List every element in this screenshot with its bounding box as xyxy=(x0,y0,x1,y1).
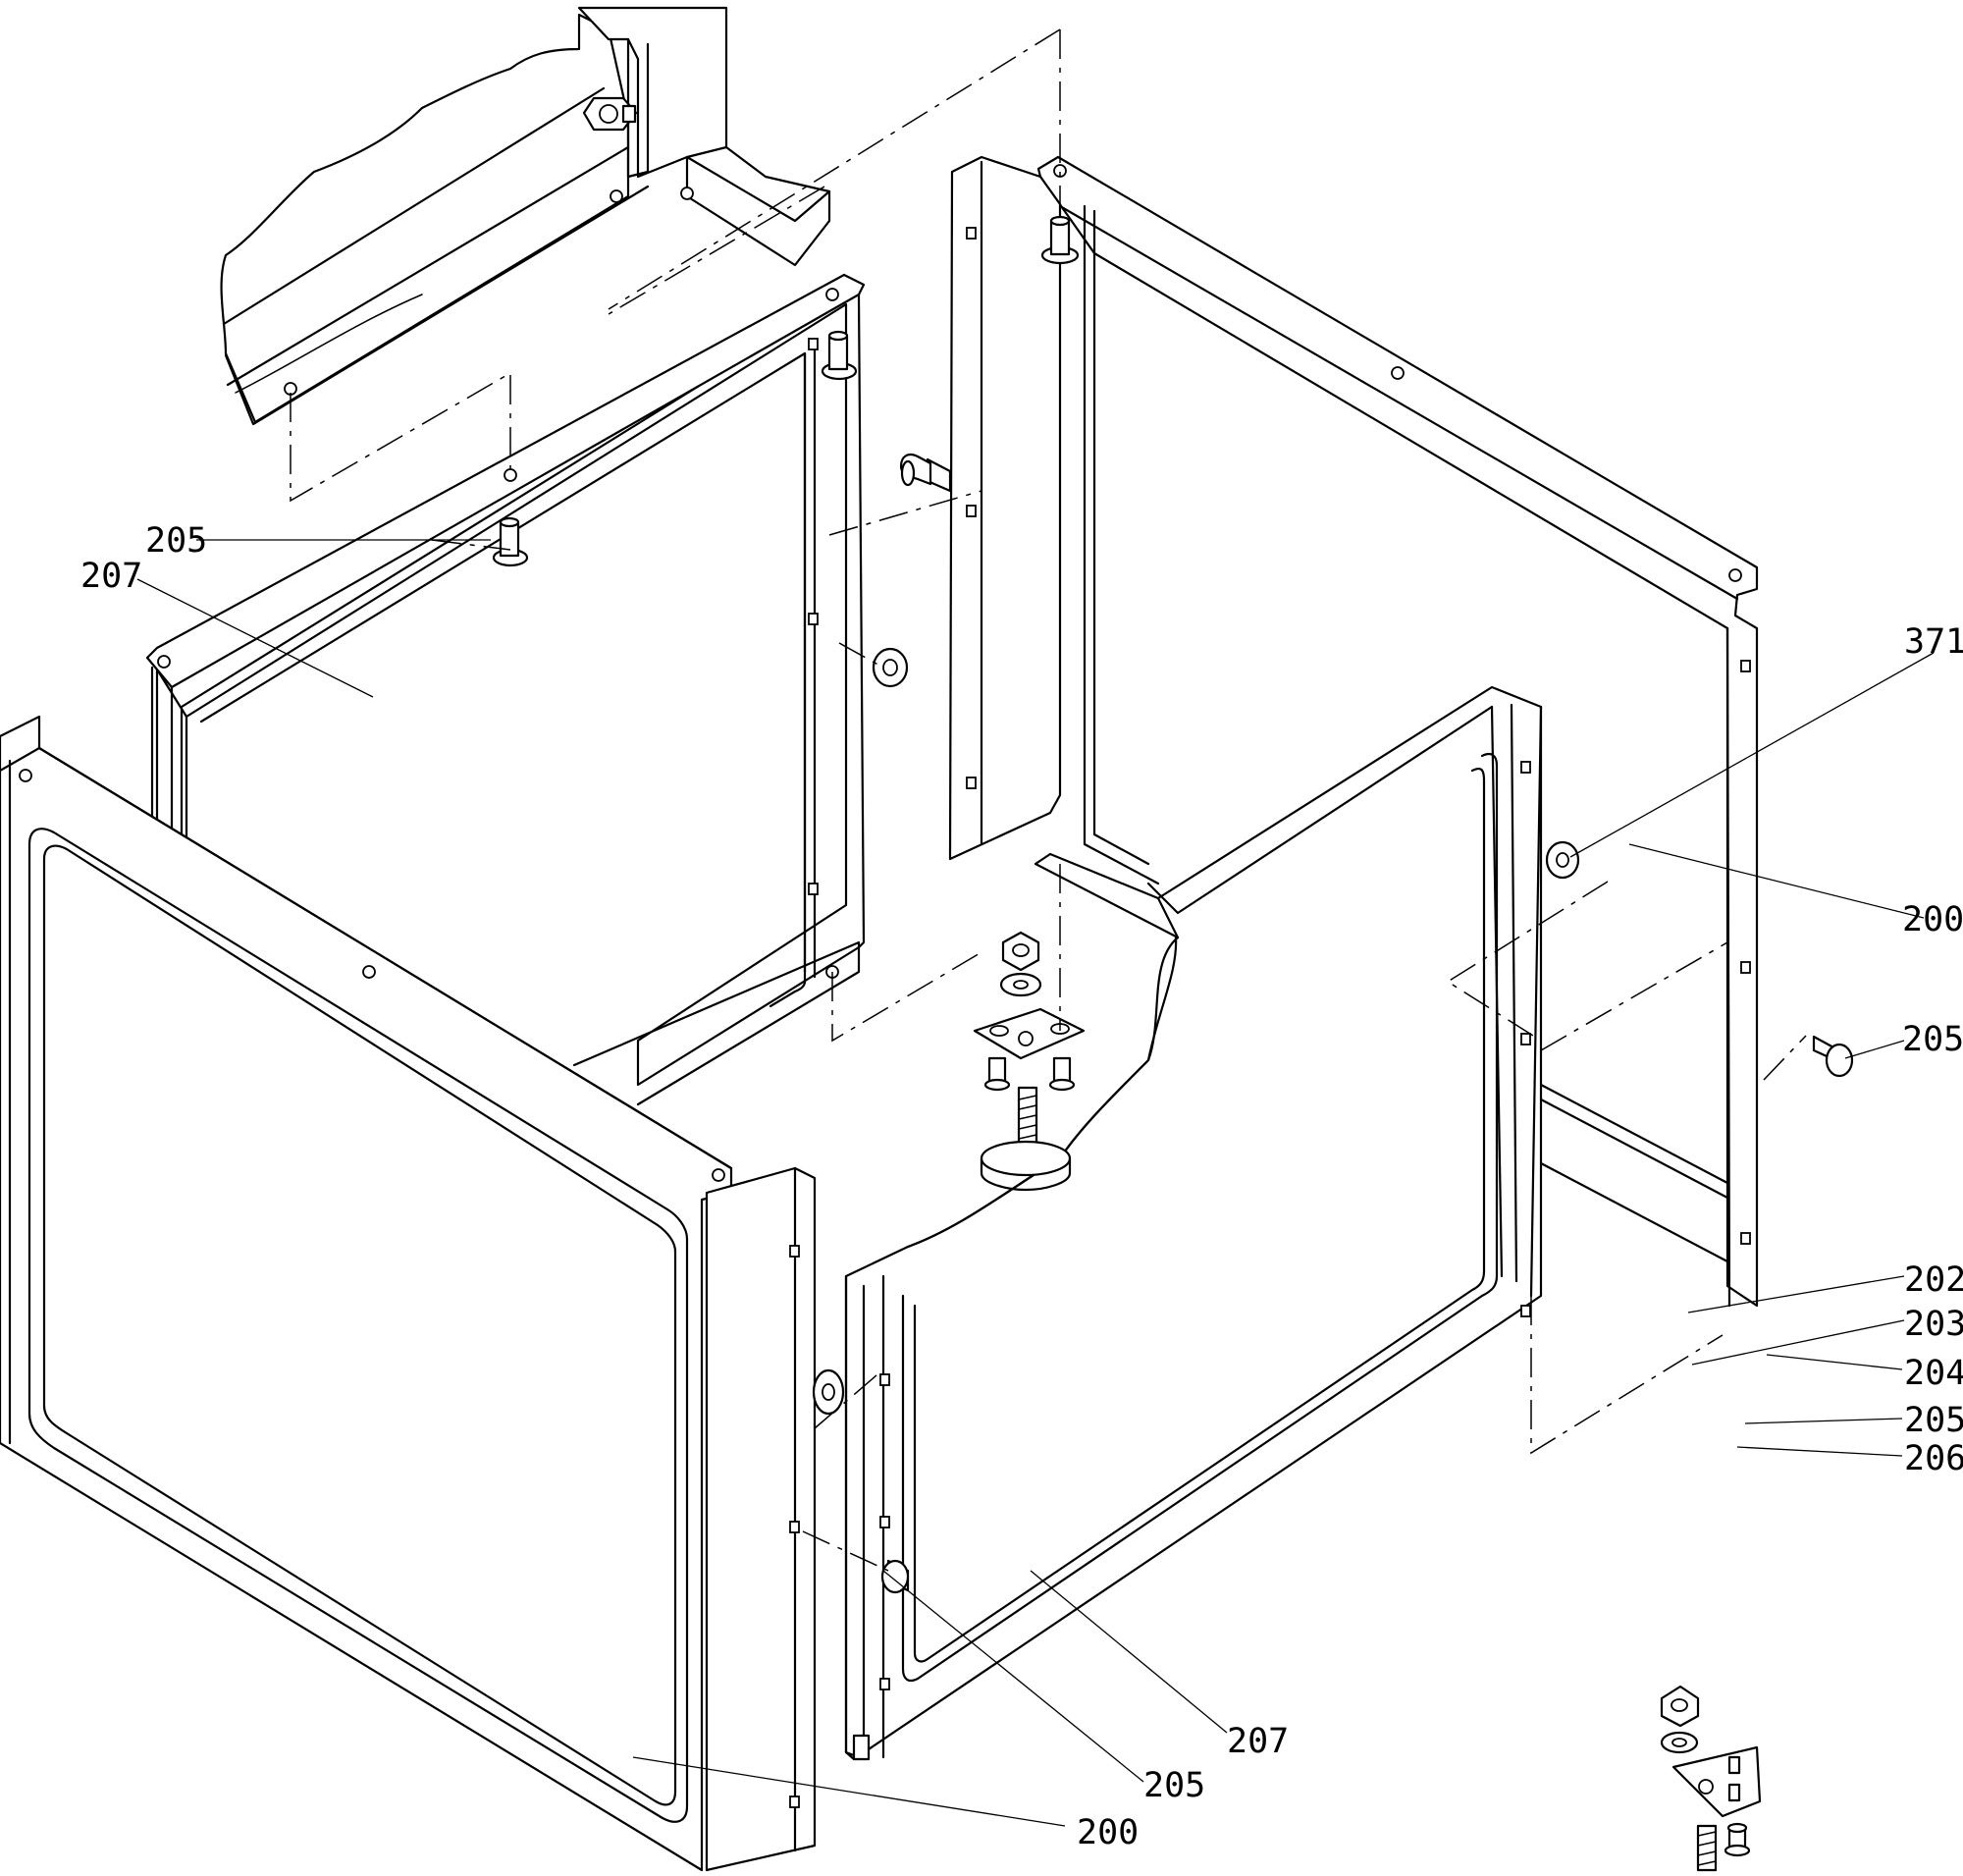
label-206: 206 xyxy=(1904,1439,1963,1478)
label-204: 204 xyxy=(1904,1354,1963,1393)
hardware xyxy=(812,453,1854,1594)
centre-leveling-foot xyxy=(973,931,1086,1192)
bolt-horizontal-mid xyxy=(899,453,952,493)
washer-mid-left xyxy=(872,647,909,688)
label-200-bottom: 200 xyxy=(1077,1813,1139,1852)
assembly-lines xyxy=(290,28,1807,1572)
leader-lines xyxy=(136,539,1935,1827)
front-right-panel xyxy=(844,685,1543,1761)
label-200-right: 200 xyxy=(1902,900,1963,939)
washer-front-mid xyxy=(812,1368,845,1416)
machine-base-fragment xyxy=(220,6,831,426)
fragment-nut xyxy=(582,96,638,132)
label-203: 203 xyxy=(1904,1305,1963,1344)
bolt-top-left xyxy=(492,516,529,567)
label-205-bottom: 205 xyxy=(1143,1766,1205,1805)
washer-371 xyxy=(1545,840,1580,880)
bolt-right-flange xyxy=(821,330,858,381)
label-205-right: 205 xyxy=(1902,1020,1963,1059)
label-205-foot: 205 xyxy=(1904,1401,1963,1440)
reference-labels: 205 207 371 200 205 202 203 204 205 206 … xyxy=(80,521,1963,1852)
right-leveling-foot xyxy=(1660,1685,1762,1872)
label-207-bottom: 207 xyxy=(1227,1722,1289,1761)
label-207-top: 207 xyxy=(80,557,142,596)
label-371: 371 xyxy=(1904,622,1963,662)
pin-top-right xyxy=(1040,215,1080,265)
label-202: 202 xyxy=(1904,1260,1963,1300)
bolt-right-205 xyxy=(1812,1035,1854,1078)
front-left-panel xyxy=(0,715,817,1872)
rear-right-panel xyxy=(948,155,1759,1308)
bolt-front-205 xyxy=(880,1559,910,1594)
label-205-top: 205 xyxy=(145,521,207,561)
